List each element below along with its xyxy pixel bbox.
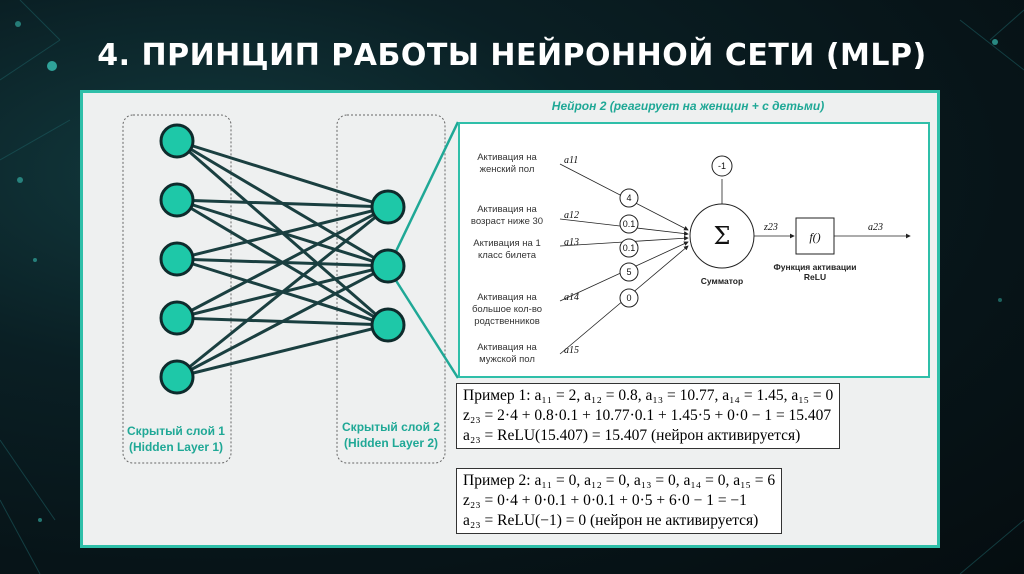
connection-4-1 bbox=[176, 205, 389, 320]
input-label-3: Активация на 1 класс билета bbox=[473, 238, 541, 261]
zoom-line-top bbox=[386, 121, 460, 269]
summator-label: Сумматор bbox=[700, 276, 744, 286]
hidden-layer-1-container bbox=[122, 114, 232, 464]
neuron-detail-title: Нейрон 2 (реагирует на женщин + с детьми… bbox=[551, 99, 825, 113]
example-2-sum: z₂₃ = 0·4 + 0·0.1 + 0·0.1 + 0·5 + 6·0 − … bbox=[463, 492, 747, 509]
a13-label: a13 bbox=[564, 237, 579, 248]
layer1-node-3 bbox=[159, 241, 195, 277]
connection-5-3 bbox=[176, 323, 389, 379]
weight-node-3 bbox=[619, 238, 639, 258]
input-label-5: Активация на мужской пол bbox=[477, 342, 537, 365]
example-1-inputs: Пример 1: a₁₁ = 2, a₁₂ = 0.8, a₁₃ = 10.7… bbox=[463, 387, 834, 404]
weight-4-value: 5 bbox=[626, 267, 631, 277]
activation-symbol: f() bbox=[809, 230, 820, 244]
hidden-layer-1-title: Скрытый слой 1 bbox=[127, 424, 225, 438]
weight-3-value: 0.1 bbox=[623, 243, 636, 253]
neuron-schematic: 4 0.1 0.1 5 0 -1 Σ f() z23 a23 a11 a12 a… bbox=[559, 155, 911, 356]
bias-value: -1 bbox=[718, 161, 726, 171]
weight-1-value: 4 bbox=[626, 193, 631, 203]
example-2-box: Пример 2: a₁₁ = 0, a₁₂ = 0, a₁₃ = 0, a₁₄… bbox=[456, 468, 783, 534]
content-panel: Скрытый слой 1 (Hidden Layer 1) Скрытый … bbox=[80, 90, 940, 548]
activation-box bbox=[795, 217, 835, 255]
z23-label: z23 bbox=[763, 222, 778, 233]
weight-5-value: 0 bbox=[626, 293, 631, 303]
layer2-node-1 bbox=[370, 189, 406, 225]
example-1-activation: a₂₃ = ReLU(15.407) = 15.407 (нейрон акти… bbox=[463, 427, 801, 444]
layer2-node-2 bbox=[370, 248, 406, 284]
sigma-symbol: Σ bbox=[714, 222, 731, 250]
example-1-box: Пример 1: a₁₁ = 2, a₁₂ = 0.8, a₁₃ = 10.7… bbox=[456, 383, 841, 449]
network-diagram bbox=[122, 114, 460, 464]
input-label-1: Активация на женский пол bbox=[477, 152, 537, 175]
input-label-4: Активация на большое кол-во родственнико… bbox=[471, 292, 543, 327]
a11-label: a11 bbox=[564, 155, 578, 166]
activation-function-label: Функция активации ReLU bbox=[765, 262, 865, 282]
a23-label: a23 bbox=[868, 222, 883, 233]
activation-label-line1: Функция активации bbox=[773, 262, 857, 272]
layer1-node-5 bbox=[159, 359, 195, 395]
summator-node bbox=[689, 203, 755, 269]
layer1-node-4 bbox=[159, 300, 195, 336]
page-title: 4. ПРИНЦИП РАБОТЫ НЕЙРОННОЙ СЕТИ (MLP) bbox=[97, 38, 927, 73]
a12-label: a12 bbox=[564, 210, 579, 221]
example-2-activation: a₂₃ = ReLU(−1) = 0 (нейрон не активирует… bbox=[463, 512, 759, 529]
weight-node-2 bbox=[619, 214, 639, 234]
weight-node-4 bbox=[619, 262, 639, 282]
connection-5-2 bbox=[176, 264, 389, 379]
connection-1-1 bbox=[176, 139, 389, 209]
hidden-layer-2-title: Скрытый слой 2 bbox=[342, 420, 440, 434]
layer1-node-1 bbox=[159, 123, 195, 159]
activation-label-line2: ReLU bbox=[803, 272, 827, 282]
neuron-detail-box: 4 0.1 0.1 5 0 -1 Σ f() z23 a23 a11 a12 a… bbox=[458, 122, 930, 378]
zoom-line-bottom bbox=[386, 267, 460, 379]
hidden-layer-1-label: Скрытый слой 1 (Hidden Layer 1) bbox=[111, 423, 241, 455]
hidden-layer-1-subtitle: (Hidden Layer 1) bbox=[128, 440, 224, 454]
example-1-sum: z₂₃ = 2·4 + 0.8·0.1 + 10.77·0.1 + 1.45·5… bbox=[463, 407, 832, 424]
a15-label: a15 bbox=[564, 345, 579, 356]
bias-node bbox=[711, 155, 733, 177]
connection-3-1 bbox=[176, 205, 389, 261]
weight-2-value: 0.1 bbox=[623, 219, 636, 229]
layer2-node-3 bbox=[370, 307, 406, 343]
weight-node-5 bbox=[619, 288, 639, 308]
connection-5-1 bbox=[176, 205, 389, 379]
layer1-node-2 bbox=[159, 182, 195, 218]
hidden-layer-2-label: Скрытый слой 2 (Hidden Layer 2) bbox=[326, 419, 456, 451]
hidden-layer-2-container bbox=[336, 114, 446, 464]
hidden-layer-2-subtitle: (Hidden Layer 2) bbox=[343, 436, 439, 450]
weight-node-1 bbox=[619, 188, 639, 208]
input-label-2: Активация на возраст ниже 30 bbox=[470, 204, 544, 227]
connection-2-1 bbox=[176, 198, 389, 209]
a14-label: a14 bbox=[564, 292, 579, 303]
example-2-inputs: Пример 2: a₁₁ = 0, a₁₂ = 0, a₁₃ = 0, a₁₄… bbox=[463, 472, 776, 489]
